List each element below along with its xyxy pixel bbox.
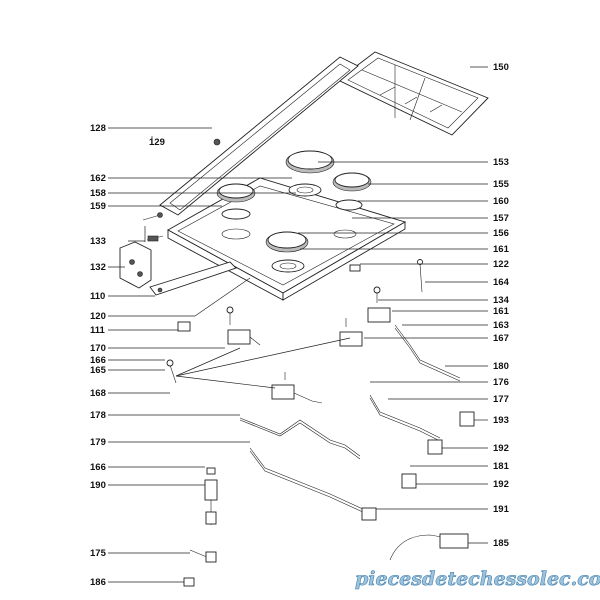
label-158: 158 xyxy=(90,188,106,199)
label-120: 120 xyxy=(90,311,106,322)
label-156: 156 xyxy=(493,228,509,239)
gas-pipe-178 xyxy=(239,417,361,460)
label-162: 162 xyxy=(90,173,106,184)
leader-lines-right xyxy=(298,66,488,544)
label-190: 190 xyxy=(90,480,106,491)
side-strip-110 xyxy=(149,261,237,296)
valve-170 xyxy=(226,306,261,346)
injector-166-lower xyxy=(206,467,216,475)
label-157: 157 xyxy=(493,213,509,224)
label-160: 160 xyxy=(493,196,509,207)
label-153: 153 xyxy=(493,157,509,168)
label-168: 168 xyxy=(90,388,106,399)
label-134: 134 xyxy=(493,295,510,306)
injector-191 xyxy=(361,507,377,521)
label-163: 163 xyxy=(493,320,509,331)
label-192-lower: 192 xyxy=(493,479,509,490)
label-167: 167 xyxy=(493,333,509,344)
label-180: 180 xyxy=(493,361,509,372)
burner-valve-192b xyxy=(401,473,417,489)
part-122 xyxy=(349,264,361,272)
watermark-text: piecesdetechessolec.com xyxy=(355,568,600,590)
hinge-bracket xyxy=(119,241,152,289)
rod-164 xyxy=(417,259,423,293)
valve-134 xyxy=(367,286,391,323)
thermocouple-190 xyxy=(204,479,218,525)
leader-lines-left xyxy=(108,127,351,583)
label-186: 186 xyxy=(90,577,106,588)
label-122: 122 xyxy=(493,259,509,270)
label-133: 133 xyxy=(90,236,106,247)
gas-pipe-179 xyxy=(249,447,366,514)
label-178: 178 xyxy=(90,410,106,421)
glass-lid xyxy=(159,56,359,216)
electrode-165 xyxy=(166,359,177,384)
valve-168 xyxy=(271,372,323,404)
burner-large-back xyxy=(285,150,335,197)
label-165: 165 xyxy=(90,365,107,376)
part-labels-left: 128 129 162 158 159 133 132 110 120 111 … xyxy=(90,123,165,588)
gas-pipe-180 xyxy=(394,324,461,382)
valve-167 xyxy=(339,318,363,347)
label-192: 192 xyxy=(493,443,509,454)
label-110: 110 xyxy=(90,291,105,302)
label-128: 128 xyxy=(90,123,106,134)
label-159: 159 xyxy=(90,201,106,212)
label-150: 150 xyxy=(493,62,509,73)
screw-133b xyxy=(146,235,164,242)
label-176: 176 xyxy=(493,377,509,388)
label-170: 170 xyxy=(90,343,106,354)
label-132: 132 xyxy=(90,262,106,273)
fitting-175 xyxy=(189,549,217,563)
label-111: 111 xyxy=(90,325,106,336)
label-179: 179 xyxy=(90,437,106,448)
label-164: 164 xyxy=(493,277,510,288)
clip-111 xyxy=(177,321,191,332)
part-labels-right: 150 153 155 160 157 156 161 122 164 134 … xyxy=(493,62,510,549)
thermostat-valve-185 xyxy=(389,533,469,561)
label-161-lower: 161 xyxy=(493,306,510,317)
label-185: 185 xyxy=(493,538,510,549)
burner-valve-193 xyxy=(459,411,475,427)
screw-133a xyxy=(142,212,163,221)
label-175: 175 xyxy=(90,548,107,559)
pan-support-grate xyxy=(337,51,489,136)
label-166-lower: 166 xyxy=(90,462,106,473)
burner-front xyxy=(265,231,309,273)
label-166: 166 xyxy=(90,355,106,366)
label-161: 161 xyxy=(493,244,510,255)
label-129: 129 xyxy=(149,137,165,148)
label-191: 191 xyxy=(493,504,510,515)
burner-right xyxy=(332,172,372,211)
label-177: 177 xyxy=(493,394,509,405)
burner-valve-192a xyxy=(427,439,443,455)
label-193: 193 xyxy=(493,415,509,426)
label-155: 155 xyxy=(493,179,510,190)
clip-186 xyxy=(183,577,195,587)
label-181: 181 xyxy=(493,461,510,472)
gas-pipe-177 xyxy=(369,394,441,442)
